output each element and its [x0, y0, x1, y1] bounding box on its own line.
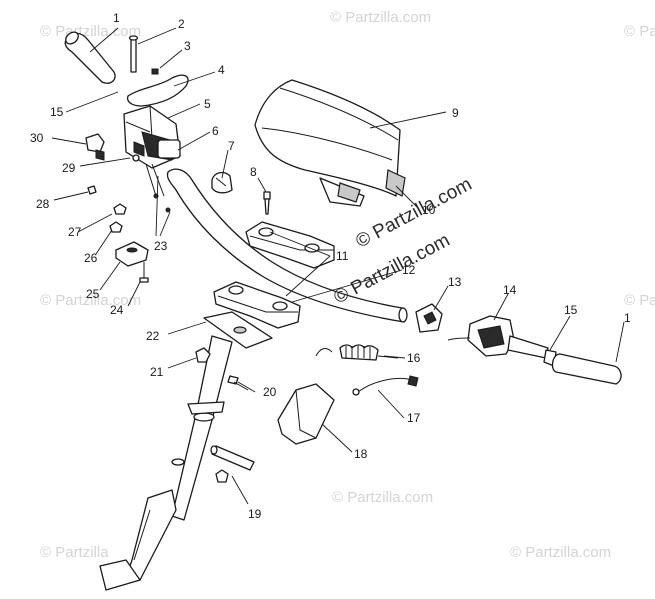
callout-label: 8 [250, 165, 257, 179]
left-grip-part [64, 31, 116, 84]
clip-part [151, 68, 159, 75]
guard-plate-part [277, 383, 335, 445]
callout-label: 27 [68, 225, 82, 239]
block-part [115, 241, 149, 267]
callout-label: 3 [184, 39, 191, 53]
callout-label: 18 [354, 447, 368, 461]
throttle-housing-part [123, 105, 181, 169]
watermark: © Pa [624, 23, 655, 40]
screw-part [132, 154, 140, 162]
callout-label: 22 [146, 329, 160, 343]
coil-cable-part [315, 344, 399, 361]
watermark: © Partzilla.com [330, 9, 431, 26]
callout-label: 7 [228, 139, 235, 153]
callout-label: 12 [402, 263, 416, 277]
callout-label: 11 [336, 249, 349, 263]
callout-label: 30 [30, 131, 44, 145]
callout-label: 25 [86, 287, 100, 301]
watermark-layer: © Partzilla.com © Partzilla.com © Pa © P… [40, 9, 655, 561]
callout-label: 6 [212, 124, 219, 138]
callout-label: 16 [407, 351, 421, 365]
callout-label: 5 [204, 97, 211, 111]
screw-part [139, 262, 149, 283]
lower-clamp-part [213, 281, 301, 329]
callout-label: 26 [84, 251, 98, 265]
steering-plate-part [203, 311, 273, 349]
handlebar-part [166, 168, 408, 323]
switch-part [85, 133, 105, 161]
pin-part [128, 35, 139, 73]
bolt-part [227, 375, 249, 391]
washer-part [113, 203, 127, 215]
throttle-lever-part [126, 74, 189, 107]
steering-column-part [171, 335, 233, 521]
nut-part [215, 469, 229, 483]
clamp-part [211, 171, 233, 194]
callout-label: 17 [407, 411, 421, 425]
watermark: © Partzilla [40, 544, 109, 561]
right-grip-part [551, 353, 622, 385]
watermark: © Partzilla.com [510, 544, 611, 561]
watermark-overlay: © Partzilla.com [330, 230, 453, 309]
callout-labels: 1 2 3 4 5 6 7 8 9 10 11 12 13 14 15 1 16… [30, 11, 631, 521]
callout-label: 23 [154, 239, 168, 253]
watermark: © Pa [624, 292, 655, 309]
nut-part [87, 185, 97, 195]
callout-label: 20 [263, 385, 277, 399]
callout-label: 10 [422, 203, 436, 217]
callout-label: 21 [150, 365, 164, 379]
callout-label: 9 [452, 106, 459, 120]
steering-arm-part [99, 489, 177, 591]
callout-label: 14 [503, 283, 517, 297]
callout-label: 13 [448, 275, 462, 289]
switch-housing-part [447, 315, 549, 359]
watermark: © Partzilla.com [332, 489, 433, 506]
callout-label: 4 [218, 63, 225, 77]
callout-label: 24 [110, 303, 124, 317]
callout-label: 15 [564, 303, 578, 317]
nut-part [195, 347, 211, 363]
callout-label: 28 [36, 197, 50, 211]
watermark: © Partzilla.com [40, 23, 141, 40]
brake-lever-part [415, 303, 443, 333]
watermark: © Partzilla.com [40, 292, 141, 309]
bolt-part [263, 191, 271, 215]
wire-harness-part [352, 375, 419, 396]
callout-label: 1 [624, 311, 631, 325]
callout-label: 19 [248, 507, 262, 521]
hood-cover-part [254, 79, 406, 207]
leader-lines [51, 27, 625, 505]
callout-label: 1 [113, 11, 120, 25]
callout-label: 15 [50, 105, 64, 119]
callout-label: 2 [178, 17, 185, 31]
sleeve-part [210, 445, 255, 471]
callout-label: 29 [62, 161, 76, 175]
